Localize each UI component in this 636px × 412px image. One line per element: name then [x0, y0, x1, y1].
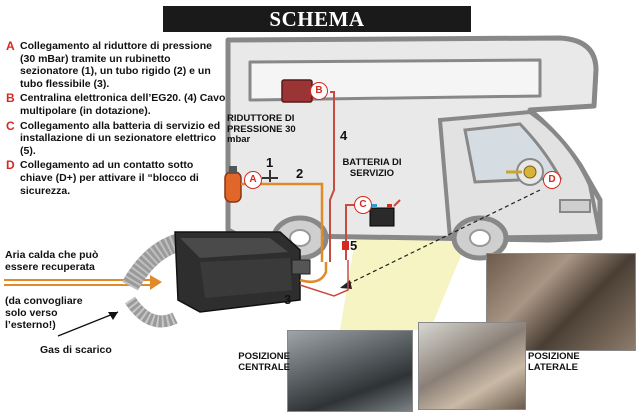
multipolar-cable: [329, 91, 335, 262]
gas-cylinder: [224, 166, 242, 203]
lateral-position-photo: [418, 322, 526, 410]
shutoff-valve: [262, 170, 278, 182]
service-battery: [369, 204, 395, 227]
legend-text: Centralina elettronica dell’EG20. (4) Ca…: [20, 92, 226, 117]
dashed-connection: [339, 189, 541, 289]
pressure-reducer-label: RIDUTTORE DI PRESSIONE 30 mbar: [227, 113, 296, 145]
number-5: 5: [350, 238, 358, 253]
lateral-position-caption: POSIZIONE LATERALE: [528, 351, 580, 373]
electrical-switch: [342, 241, 349, 250]
legend-letter: C: [6, 118, 15, 133]
legend-item-b: B Centralina elettronica dell’EG20. (4) …: [6, 92, 228, 117]
legend-text: Collegamento alla batteria di servizio e…: [20, 119, 221, 157]
legend-text: Collegamento ad un contatto sotto chiave…: [20, 159, 199, 197]
exhaust-label: Gas di scarico: [40, 344, 112, 356]
legend-letter: B: [6, 91, 15, 106]
marker-c: C: [354, 196, 372, 214]
legend-item-d: D Collegamento ad un contatto sotto chia…: [6, 159, 228, 197]
marker-a: A: [244, 171, 262, 189]
marker-b: B: [310, 82, 328, 100]
number-1: 1: [266, 155, 274, 170]
marker-d: D: [543, 171, 561, 189]
outside-only-note: (da convogliare solo verso l’esterno!): [5, 295, 83, 331]
legend-text: Collegamento al riduttore di pressione (…: [20, 40, 212, 90]
exhaust-pointer: [57, 311, 119, 337]
central-position-photo: [287, 330, 413, 412]
heater-unit: [174, 231, 311, 313]
number-2: 2: [296, 166, 304, 181]
central-position-caption: POSIZIONE CENTRALE: [238, 351, 290, 373]
number-3: 3: [284, 292, 292, 307]
rigid-pipe: [241, 182, 324, 262]
legend-letter: A: [6, 39, 15, 53]
installation-legend: A Collegamento al riduttore di pressione…: [6, 40, 228, 199]
ignition-key: [506, 158, 544, 186]
legend-letter: D: [6, 158, 15, 173]
legend-item-c: C Collegamento alla batteria di servizio…: [6, 118, 228, 158]
number-4: 4: [340, 128, 348, 143]
legend-item-a: A Collegamento al riduttore di pressione…: [6, 40, 228, 90]
control-unit: [281, 79, 313, 103]
hot-air-label: Aria calda che può essere recuperata: [5, 249, 99, 273]
battery-label: BATTERIA DI SERVIZIO: [342, 157, 402, 179]
